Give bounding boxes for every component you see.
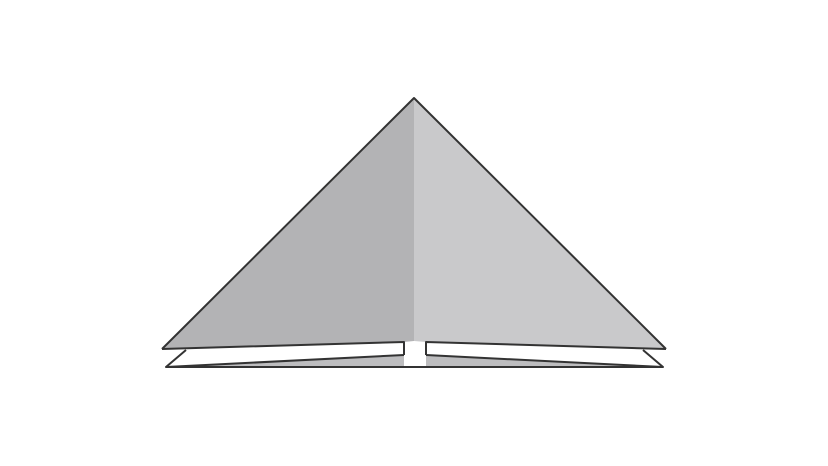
front-bottom-edge-right (425, 341, 667, 355)
inner-flap-right (426, 342, 663, 367)
back-layer-outline (165, 349, 664, 368)
front-bottom-edge (161, 341, 405, 355)
inner-fold-line-right (425, 354, 664, 368)
triangle-outline (161, 97, 667, 350)
inner-fold-line-left (165, 354, 405, 368)
inner-flap-left (166, 342, 404, 367)
inner-notch (404, 342, 426, 367)
